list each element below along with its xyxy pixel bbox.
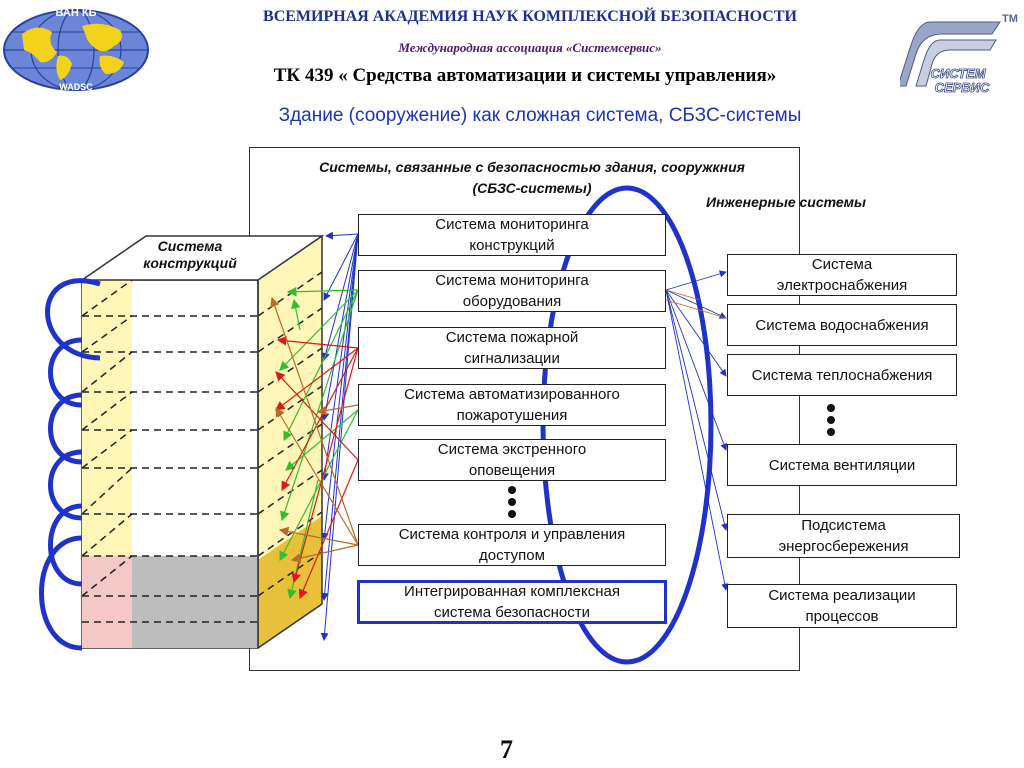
globe-logo-icon: ВАН КБ WADSC: [3, 7, 149, 92]
association-title: Международная ассоциация «Системсервис»: [398, 40, 662, 55]
slide-subtitle: Здание (сооружение) как сложная система,…: [278, 105, 802, 126]
structure-title-line1: Система: [157, 238, 223, 254]
sbzs-title-line2: (СБЗС-системы): [472, 180, 592, 196]
committee-title: ТК 439 « Средства автоматизации и систем…: [273, 65, 777, 86]
eng-box-water-supply: Система водоснабжения: [727, 304, 957, 346]
engineering-title: Инженерные системы: [706, 194, 866, 210]
eng-box-ventilation: Система вентиляции: [727, 444, 957, 486]
logo-right-line1: СИСТЕМ: [930, 66, 986, 81]
logo-left-top-text: ВАН КБ: [56, 7, 97, 19]
sbzs-ellipsis: [508, 486, 516, 518]
engineering-ellipsis: [827, 404, 835, 436]
logo-right-tm: TM: [1002, 13, 1018, 25]
sbzs-title: Системы, связанные с безопасностью здани…: [252, 157, 812, 199]
logo-right-line2: СЕРВИС: [935, 80, 990, 95]
academy-title: ВСЕМИРНАЯ АКАДЕМИЯ НАУК КОМПЛЕКСНОЙ БЕЗО…: [263, 8, 797, 25]
sbzs-title-line1: Системы, связанные с безопасностью здани…: [319, 159, 745, 175]
eng-box-heat-supply: Система теплоснабжения: [727, 354, 957, 396]
page-number: 7: [500, 735, 513, 764]
systemservice-logo-icon: TM СИСТЕМ СЕРВИС: [900, 13, 1018, 95]
structure-title: Система конструкций: [120, 238, 260, 272]
logo-left-bottom-text: WADSC: [59, 82, 93, 92]
structure-title-line2: конструкций: [143, 255, 237, 271]
